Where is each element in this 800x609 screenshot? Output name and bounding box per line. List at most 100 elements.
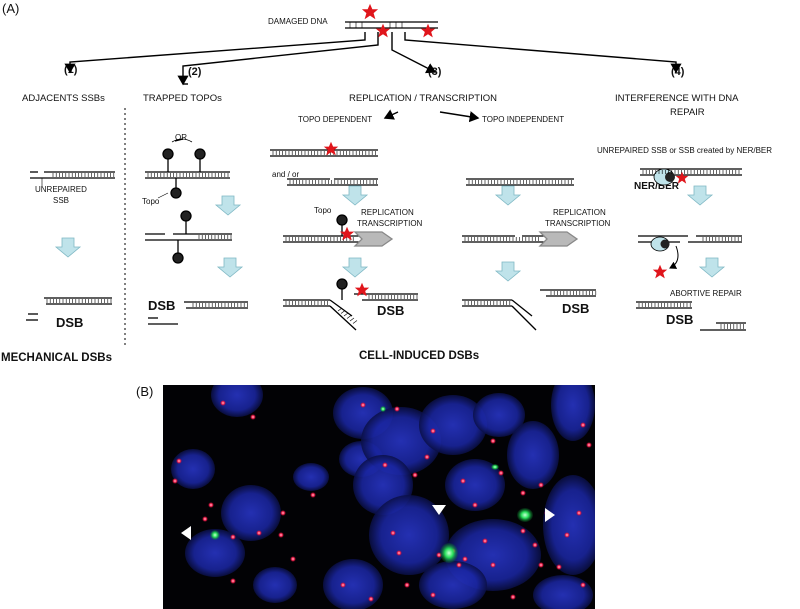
red-focus — [412, 472, 418, 478]
ner-ber-label: NER/BER — [634, 181, 680, 192]
down-block-arrow — [698, 257, 726, 278]
red-focus — [490, 562, 496, 568]
red-star-damage-icon — [675, 171, 689, 184]
arrowheads-group — [181, 505, 555, 540]
or-label: OR — [175, 133, 187, 142]
red-focus — [394, 406, 400, 412]
nucleus — [369, 495, 449, 575]
down-block-arrow — [686, 185, 714, 206]
red-star-damage-icon — [323, 141, 339, 156]
step-4-title: INTERFERENCE WITH DNA — [615, 93, 739, 104]
red-focus — [390, 530, 396, 536]
red-focus — [520, 490, 526, 496]
dsb-label-4: DSB — [666, 312, 694, 327]
step-3-title: REPLICATION / TRANSCRIPTION — [349, 93, 497, 104]
col4-repair-duplex — [638, 168, 742, 243]
nucleus — [473, 393, 525, 437]
mechanical-dsbs-label: MECHANICAL DSBs — [1, 352, 112, 364]
red-focus — [340, 582, 346, 588]
damaged-dna-label: DAMAGED DNA — [268, 17, 328, 26]
red-star-damage-icon — [361, 3, 379, 20]
topo-label-3: Topo — [314, 206, 332, 215]
and-or-label: and / or — [272, 170, 300, 179]
red-focus — [172, 478, 178, 484]
green-focus — [440, 543, 458, 563]
red-focus — [490, 438, 496, 444]
nucleus — [185, 529, 245, 577]
red-focus — [472, 502, 478, 508]
nucleus — [293, 463, 329, 491]
red-star-damage-icon — [420, 23, 436, 38]
down-block-arrow — [216, 257, 244, 278]
red-focus — [580, 582, 586, 588]
col3-damaged-duplex — [270, 149, 378, 186]
dsb-label-3: DSB — [377, 303, 405, 318]
down-block-arrow — [341, 185, 369, 206]
red-focus — [382, 462, 388, 468]
unrepaired-label: UNREPAIRED — [35, 185, 87, 194]
nucleus — [171, 449, 215, 489]
topo-independent-label: TOPO INDEPENDENT — [482, 115, 565, 124]
red-focus — [510, 594, 516, 600]
nucleus — [543, 475, 595, 575]
red-focus — [176, 458, 182, 464]
transcription-label-3: TRANSCRIPTION — [357, 219, 423, 228]
red-focus — [576, 510, 582, 516]
step-1-title: ADJACENTS SSBs — [22, 93, 105, 104]
red-focus — [208, 502, 214, 508]
nucleus — [323, 559, 383, 609]
ssb-label: SSB — [53, 196, 70, 205]
nucleus — [211, 385, 263, 417]
nucleus — [221, 485, 281, 541]
red-focus — [360, 402, 366, 408]
arrowhead-pointer-icon — [545, 508, 555, 522]
green-focus — [491, 464, 499, 470]
red-focus — [456, 562, 462, 568]
red-focus — [404, 582, 410, 588]
green-focus — [210, 530, 220, 540]
red-focus — [278, 532, 284, 538]
unrepaired-ssb-ner-label: UNREPAIRED SSB or SSB created by NER/BER — [597, 146, 773, 155]
red-foci-group — [172, 400, 592, 602]
red-focus — [290, 556, 296, 562]
red-focus — [256, 530, 262, 536]
col2-trapped-topo-duplex — [145, 138, 230, 199]
replication-label-3b: REPLICATION — [553, 208, 606, 217]
fluorescence-micrograph — [163, 385, 595, 609]
nuclei-group — [171, 385, 595, 609]
col2-dsb-ends — [148, 301, 248, 325]
nucleus — [419, 561, 487, 609]
red-focus — [538, 482, 544, 488]
hatch-marks — [46, 151, 744, 329]
nucleus — [533, 575, 593, 609]
red-focus — [482, 538, 488, 544]
red-focus — [462, 556, 468, 562]
panel-label-a: (A) — [2, 1, 20, 16]
nucleus — [419, 395, 487, 455]
col3b-duplex — [466, 178, 574, 186]
red-focus — [280, 510, 286, 516]
red-focus — [220, 400, 226, 406]
green-foci-group — [210, 406, 533, 563]
red-focus — [310, 492, 316, 498]
red-focus — [368, 596, 374, 602]
branch-lines — [64, 32, 682, 142]
down-block-arrow — [214, 195, 242, 216]
red-focus — [424, 454, 430, 460]
step-2-title: TRAPPED TOPOs — [143, 93, 222, 104]
green-focus — [380, 406, 386, 412]
col1-ssb-duplex — [30, 171, 115, 186]
col1-dsb-ends — [26, 297, 112, 321]
red-focus — [250, 414, 256, 420]
red-focus — [498, 470, 504, 476]
red-focus — [430, 592, 436, 598]
col4-ner-complex — [650, 168, 679, 269]
red-focus — [230, 578, 236, 584]
dsb-label-2: DSB — [148, 298, 176, 313]
step-4-title-line2: REPAIR — [670, 107, 705, 118]
col3b-dsb-fork — [462, 289, 596, 331]
down-block-arrow — [54, 237, 82, 258]
col2-second-duplex — [145, 210, 232, 264]
col4-dsb-ends — [636, 301, 746, 331]
col3-dsb-fork — [283, 278, 418, 331]
